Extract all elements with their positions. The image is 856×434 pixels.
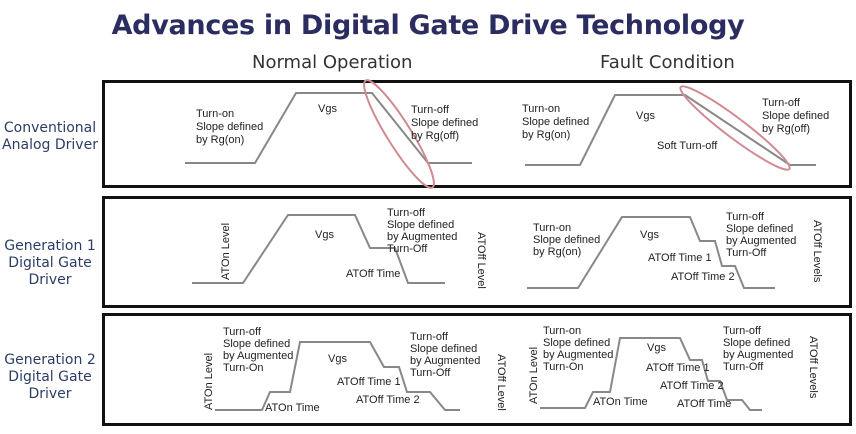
label-aton-time: ATOn Time: [593, 396, 648, 408]
label-atoff-time-1: ATOff Time 1: [648, 252, 712, 264]
highlight-ellipse-normal: [363, 79, 435, 189]
label-aton-level: ATOn Level: [220, 223, 232, 280]
label-atoff-time-3: ATOff Time: [677, 398, 731, 410]
label-atoff-time-1: ATOff Time 1: [646, 362, 710, 374]
waveform-conventional-normal: [185, 92, 472, 164]
panel-conventional: [102, 80, 852, 188]
label-vgs: Vgs: [647, 342, 666, 354]
label-atoff-level: ATOff Level: [495, 354, 507, 411]
waveform-conventional-fault: [525, 94, 816, 166]
label-atoff-time-1: ATOff Time 1: [337, 376, 401, 388]
label-soft-turn-off: Soft Turn-off: [657, 140, 718, 152]
label-vgs: Vgs: [640, 229, 659, 241]
panel-gen1: [102, 196, 852, 308]
waveform-gen1-normal: [192, 214, 445, 284]
label-vgs: Vgs: [318, 103, 337, 115]
label-aton-level: ATOn Level: [528, 347, 540, 404]
label-vgs: Vgs: [315, 229, 334, 241]
label-aton-time: ATOn Time: [265, 402, 320, 414]
label-aton-level: ATOn Level: [203, 353, 215, 410]
waveform-gen2-fault: [540, 337, 762, 411]
waveform-gen2-normal: [215, 341, 460, 411]
label-atoff-levels: ATOff Levels: [811, 220, 823, 283]
label-vgs: Vgs: [328, 353, 347, 365]
label-atoff-time-2: ATOff Time 2: [356, 394, 420, 406]
panel-gen2: [102, 313, 852, 426]
label-vgs: Vgs: [636, 110, 655, 122]
highlight-ellipse-fault: [679, 85, 791, 171]
label-atoff-time-2: ATOff Time 2: [660, 380, 724, 392]
label-atoff-time: ATOff Time: [346, 268, 400, 280]
waveform-gen1-fault: [527, 216, 775, 289]
column-header-normal: Normal Operation: [252, 52, 413, 73]
label-atoff-level: ATOff Level: [475, 232, 487, 289]
label-atoff-time-2: ATOff Time 2: [671, 271, 735, 283]
page-title: Advances in Digital Gate Drive Technolog…: [111, 10, 745, 41]
column-header-fault: Fault Condition: [600, 52, 735, 73]
label-atoff-levels: ATOff Levels: [807, 336, 819, 399]
